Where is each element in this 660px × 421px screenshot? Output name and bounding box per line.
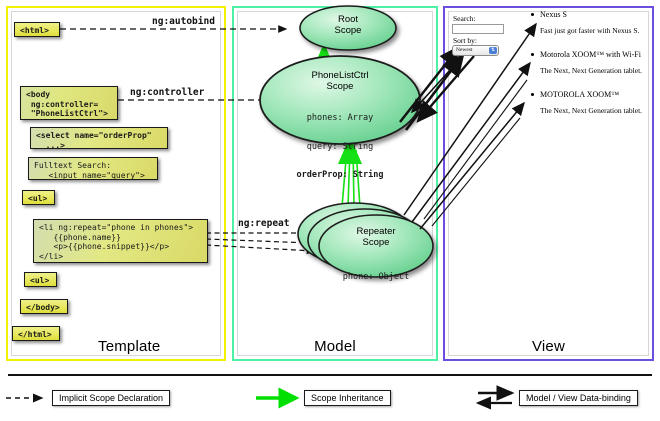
panel-view-label: View bbox=[531, 338, 566, 355]
bullet-icon bbox=[531, 93, 534, 96]
legend-label-model-view-data-binding: Model / View Data-binding bbox=[519, 390, 638, 406]
legend-label-scope-inheritance: Scope Inheritance bbox=[304, 390, 391, 406]
legend-icon-model-view-data-binding bbox=[475, 385, 515, 410]
search-input[interactable] bbox=[452, 24, 504, 34]
edge-label-ng-controller: ng:controller bbox=[130, 87, 205, 98]
edge-label-ng-repeat: ng:repeat bbox=[238, 218, 290, 229]
legend-icon-layer bbox=[6, 385, 515, 410]
phone-name: Motorola XOOM™ with Wi-Fi bbox=[540, 50, 641, 59]
legend-label-implicit-scope-declaration: Implicit Scope Declaration bbox=[52, 390, 171, 406]
code-box-select: <select name="orderProp" ...> bbox=[30, 127, 168, 150]
panel-model: Model bbox=[232, 6, 438, 361]
legend: Implicit Scope Declaration Scope Inherit… bbox=[0, 372, 660, 421]
code-box-html-open: <html> bbox=[14, 22, 60, 37]
sort-by-selected-value: Newest bbox=[456, 47, 473, 53]
panel-model-label: Model bbox=[314, 338, 356, 355]
sort-by-label: Sort by: bbox=[453, 36, 477, 45]
code-box-ul-close: <ul> bbox=[24, 272, 57, 287]
code-box-html-close: </html> bbox=[12, 326, 60, 341]
code-box-fulltext-search: Fulltext Search: <input name="query"> bbox=[28, 157, 158, 180]
panel-template-inner bbox=[11, 11, 221, 356]
legend-divider bbox=[8, 374, 652, 376]
bullet-icon bbox=[531, 13, 534, 16]
edge-label-ng-autobind: ng:autobind bbox=[152, 16, 215, 27]
phone-list-item[interactable]: MOTOROLA XOOM™ The Next, Next Generation… bbox=[531, 90, 643, 115]
code-box-ul-open: <ul> bbox=[22, 190, 55, 205]
phone-list-item[interactable]: Motorola XOOM™ with Wi-Fi The Next, Next… bbox=[531, 50, 643, 75]
search-label: Search: bbox=[453, 14, 476, 23]
bullet-icon bbox=[531, 53, 534, 56]
sort-by-select[interactable]: Newest ⇅ bbox=[452, 45, 499, 56]
phone-snippet: The Next, Next Generation tablet. bbox=[540, 106, 643, 115]
phone-snippet: Fast just got faster with Nexus S. bbox=[540, 26, 640, 35]
phone-snippet: The Next, Next Generation tablet. bbox=[540, 66, 643, 75]
code-box-body-close: </body> bbox=[20, 299, 68, 314]
code-box-li-repeat: <li ng:repeat="phone in phones"> {{phone… bbox=[33, 219, 208, 263]
panel-template-label: Template bbox=[98, 338, 161, 355]
phone-name: Nexus S bbox=[540, 10, 567, 19]
panel-model-inner bbox=[237, 11, 433, 356]
phone-name: MOTOROLA XOOM™ bbox=[540, 90, 620, 99]
code-box-body-open: <body ng:controller= "PhoneListCtrl"> bbox=[20, 86, 118, 120]
chevron-updown-icon: ⇅ bbox=[489, 47, 497, 54]
phone-list-item[interactable]: Nexus S Fast just got faster with Nexus … bbox=[531, 10, 640, 35]
